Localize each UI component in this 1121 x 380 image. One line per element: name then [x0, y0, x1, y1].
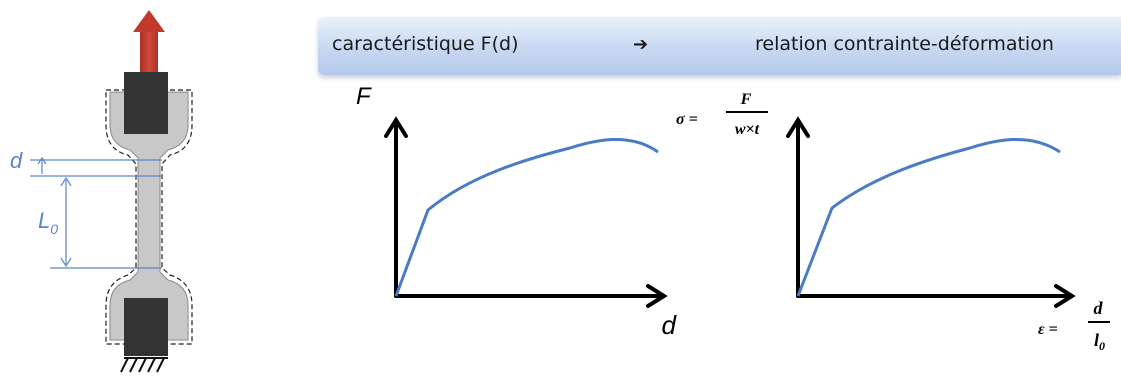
force-displacement-graph: F d: [356, 83, 678, 340]
svg-text:w×t: w×t: [735, 121, 760, 138]
pull-arrow-icon: [133, 10, 165, 72]
stress-strain-graph: σ = F w×t ε = d l0: [676, 91, 1110, 353]
deformed-outline: [105, 89, 193, 345]
label-d: d: [10, 148, 23, 173]
strain-formula: ε = d l0: [1038, 298, 1110, 353]
label-l0: L0: [38, 208, 58, 237]
svg-text:σ =: σ =: [676, 111, 698, 128]
upper-grip: [124, 72, 168, 134]
svg-text:ε =: ε =: [1038, 321, 1058, 338]
y-axis-label: F: [356, 83, 372, 110]
x-axis-label: d: [662, 310, 678, 340]
y-axis-arrowhead: [384, 116, 408, 138]
x-axis-arrowhead: [646, 284, 668, 308]
banner-right-text: relation contrainte-déformation: [755, 33, 1054, 55]
stress-formula: σ = F w×t: [676, 91, 768, 138]
title-banner: caractéristique F(d) ➔ relation contrain…: [318, 17, 1121, 75]
specimen-body: [109, 91, 189, 341]
y-axis-arrowhead: [786, 116, 810, 138]
dimension-lines: [30, 156, 162, 269]
svg-text:F: F: [740, 91, 752, 108]
x-axis-arrowhead: [1054, 284, 1076, 308]
force-curve: [394, 138, 659, 297]
lower-grip: [124, 298, 168, 356]
fixed-support-icon: [120, 357, 168, 373]
svg-text:l0: l0: [1094, 330, 1105, 353]
banner-left-text: caractéristique F(d): [332, 33, 519, 55]
stress-strain-curve: [796, 138, 1061, 297]
right-arrow-icon: ➔: [633, 34, 649, 55]
svg-text:d: d: [1094, 298, 1104, 318]
specimen-diagram: d L0: [10, 10, 193, 373]
